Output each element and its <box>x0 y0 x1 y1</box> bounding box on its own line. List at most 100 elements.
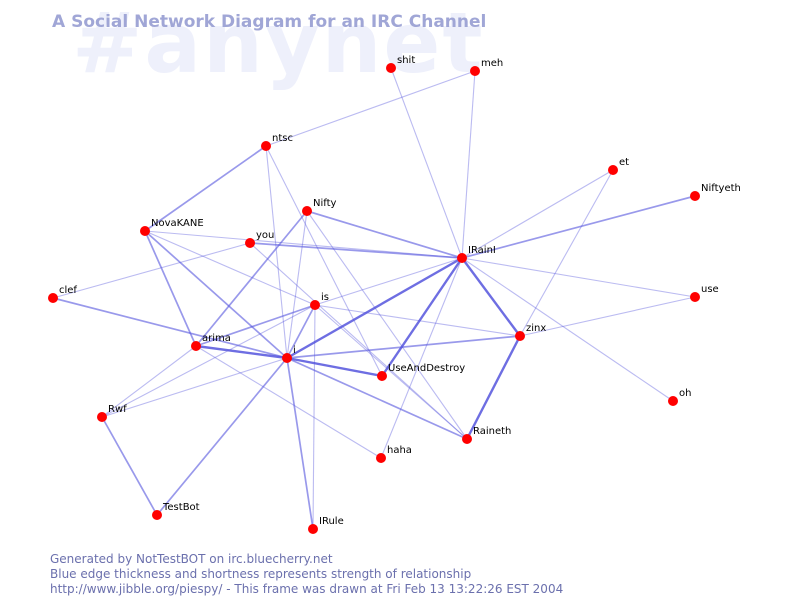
footer-legend-note: Blue edge thickness and shortness repres… <box>50 567 472 581</box>
edge-Nifty-Raineth <box>306 210 468 440</box>
node-label: haha <box>387 445 412 456</box>
node-dot[interactable] <box>191 341 201 351</box>
edge-is-Raineth <box>314 304 468 440</box>
node-clef[interactable]: clef <box>48 285 77 303</box>
edge-et-zinx <box>519 169 614 337</box>
node-Niftyeth[interactable]: Niftyeth <box>690 183 741 201</box>
footer: Generated by NotTestBOT on irc.bluecherr… <box>50 552 563 597</box>
node-Raineth[interactable]: Raineth <box>462 426 511 444</box>
node-label: IRule <box>319 516 344 527</box>
node-et[interactable]: et <box>608 157 629 175</box>
node-use[interactable]: use <box>690 284 719 302</box>
edge-i-Rwf <box>101 357 288 418</box>
edge-zinx-use <box>519 296 696 337</box>
edge-arima-Rwf <box>101 345 197 418</box>
node-dot[interactable] <box>97 412 107 422</box>
node-shit[interactable]: shit <box>386 55 415 73</box>
node-dot[interactable] <box>668 396 678 406</box>
edge-is-IRule <box>312 304 316 530</box>
node-oh[interactable]: oh <box>668 388 691 406</box>
edge-arima-haha <box>195 345 382 459</box>
diagram-title: A Social Network Diagram for an IRC Chan… <box>52 12 487 32</box>
edge-NovaKANE-arima <box>144 230 197 347</box>
node-dot[interactable] <box>690 191 700 201</box>
footer-url-timestamp: http://www.jibble.org/piespy/ - This fra… <box>50 582 564 596</box>
edge-NovaKANE-is <box>144 230 316 306</box>
edge-ntsc-UseAndDestroy <box>265 145 383 377</box>
node-IRule[interactable]: IRule <box>308 516 344 534</box>
node-label: zinx <box>526 323 546 334</box>
node-label: UseAndDestroy <box>388 363 465 374</box>
node-label: Rwf <box>108 404 127 415</box>
edge-clef-i <box>52 297 288 359</box>
node-NovaKANE[interactable]: NovaKANE <box>140 218 204 236</box>
node-label: you <box>256 230 274 241</box>
node-dot[interactable] <box>470 66 480 76</box>
edge-is-i <box>286 304 316 359</box>
node-label: i <box>293 345 296 356</box>
node-haha[interactable]: haha <box>376 445 412 463</box>
channel-watermark: #anynet <box>72 0 485 92</box>
node-label: clef <box>59 285 77 296</box>
node-label: shit <box>397 55 415 66</box>
node-is[interactable]: is <box>310 292 329 310</box>
node-label: Niftyeth <box>701 183 741 194</box>
node-dot[interactable] <box>377 371 387 381</box>
node-dot[interactable] <box>140 226 150 236</box>
footer-generated-by: Generated by NotTestBOT on irc.bluecherr… <box>50 552 333 566</box>
node-Nifty[interactable]: Nifty <box>302 198 337 216</box>
edge-i-TestBot <box>156 357 288 516</box>
node-zinx[interactable]: zinx <box>515 323 546 341</box>
node-arima[interactable]: arima <box>191 333 231 351</box>
node-dot[interactable] <box>690 292 700 302</box>
node-label: ntsc <box>272 133 293 144</box>
edge-NovaKANE-i <box>144 230 288 359</box>
node-label: meh <box>481 58 503 69</box>
node-dot[interactable] <box>310 300 320 310</box>
node-label: et <box>619 157 629 168</box>
edge-Nifty-i <box>286 210 308 359</box>
node-dot[interactable] <box>302 206 312 216</box>
edge-Nifty-arima <box>195 210 308 347</box>
edge-meh-IRainI <box>461 70 476 259</box>
node-dot[interactable] <box>282 353 292 363</box>
node-dot[interactable] <box>608 165 618 175</box>
node-label: NovaKANE <box>151 218 204 229</box>
node-label: arima <box>202 333 231 344</box>
edge-IRainI-oh <box>461 257 674 402</box>
node-dot[interactable] <box>515 331 525 341</box>
edge-you-Raineth <box>249 242 468 440</box>
edge-meh-ntsc <box>265 70 476 147</box>
edge-ntsc-NovaKANE <box>144 145 267 232</box>
node-dot[interactable] <box>261 141 271 151</box>
node-meh[interactable]: meh <box>470 58 503 76</box>
edge-you-IRainI <box>249 242 463 259</box>
node-UseAndDestroy[interactable]: UseAndDestroy <box>377 363 465 381</box>
node-label: Nifty <box>313 198 337 209</box>
node-dot[interactable] <box>386 63 396 73</box>
edge-is-zinx <box>314 304 521 337</box>
node-dot[interactable] <box>457 253 467 263</box>
node-Rwf[interactable]: Rwf <box>97 404 127 422</box>
node-dot[interactable] <box>48 293 58 303</box>
node-i[interactable]: i <box>282 345 296 363</box>
node-dot[interactable] <box>462 434 472 444</box>
edge-clef-you <box>52 242 251 299</box>
node-dot[interactable] <box>308 524 318 534</box>
edge-IRainI-zinx <box>461 257 521 337</box>
node-dot[interactable] <box>376 453 386 463</box>
node-dot[interactable] <box>245 238 255 248</box>
node-TestBot[interactable]: TestBot <box>152 502 200 520</box>
node-ntsc[interactable]: ntsc <box>261 133 293 151</box>
node-dot[interactable] <box>152 510 162 520</box>
edge-is-Rwf <box>101 304 316 418</box>
node-label: TestBot <box>162 502 200 513</box>
node-you[interactable]: you <box>245 230 274 248</box>
edge-IRainI-UseAndDestroy <box>381 257 463 377</box>
node-IRainI[interactable]: IRainI <box>457 245 496 263</box>
edge-ntsc-i <box>265 145 288 359</box>
edge-is-arima <box>195 304 316 347</box>
edge-Rwf-TestBot <box>101 416 158 516</box>
